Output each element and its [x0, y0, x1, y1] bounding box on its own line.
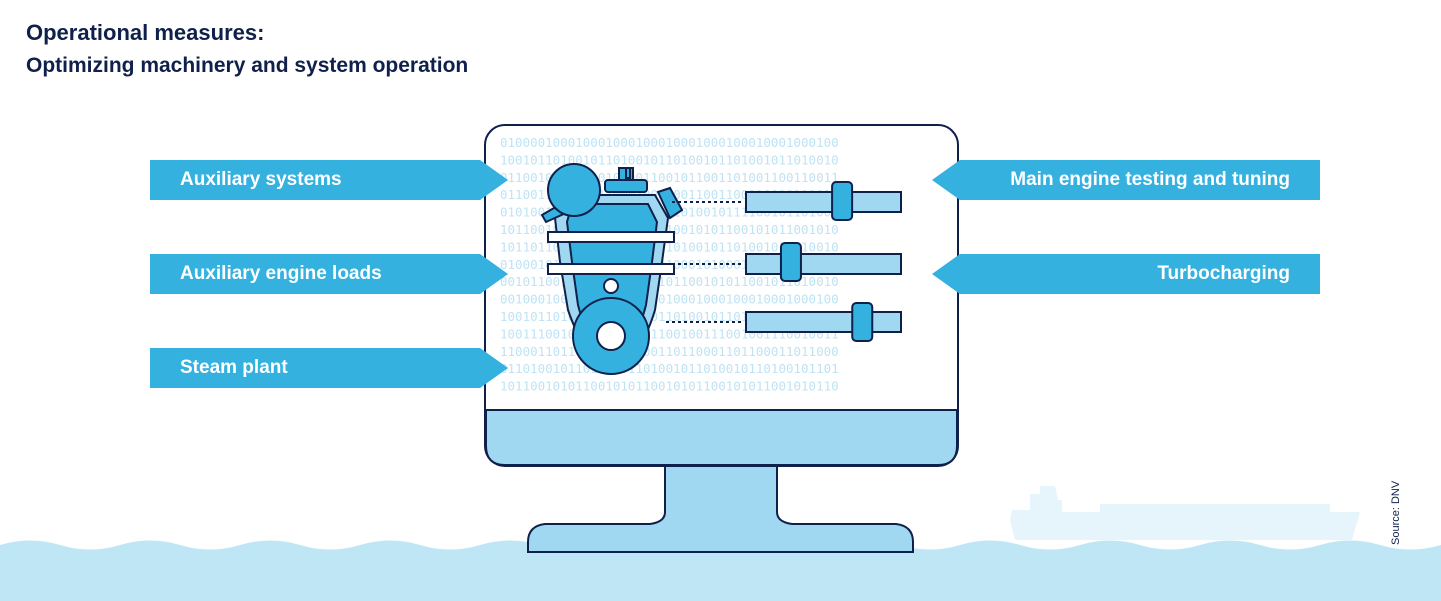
source-credit: Source: DNV — [1390, 480, 1402, 545]
slider-track — [745, 311, 902, 333]
label-auxiliary-systems: Auxiliary systems — [150, 160, 508, 200]
slider-track — [745, 253, 902, 275]
slider-track — [745, 191, 902, 213]
page-title: Operational measures: — [26, 20, 265, 45]
slider-knob — [831, 181, 854, 221]
page-subtitle: Optimizing machinery and system operatio… — [26, 54, 469, 77]
slider-control-icon — [745, 181, 902, 342]
sea-waves-icon — [0, 540, 1441, 601]
slider-knob — [851, 302, 874, 342]
label-auxiliary-engine-loads: Auxiliary engine loads — [150, 254, 508, 294]
ship-silhouette-icon — [1010, 486, 1360, 540]
binary-line: 0100001000100010001000100010001000100010… — [500, 135, 839, 150]
binary-line: 0010001000100010001000100010001000100010… — [500, 292, 839, 307]
label-main-engine-testing: Main engine testing and tuning — [932, 160, 1320, 200]
slider-knob — [779, 242, 802, 282]
label-steam-plant: Steam plant — [150, 348, 508, 388]
monitor-stand — [527, 465, 914, 553]
binary-line: 1011001010110010101100101011001010110010… — [500, 379, 839, 394]
engine-icon — [540, 163, 684, 375]
binary-line: 1100011011000110110001101100011011000110… — [500, 344, 839, 359]
binary-line: 1001011010010110100101101001011010010110… — [500, 152, 839, 167]
label-turbocharging: Turbocharging — [932, 254, 1320, 294]
binary-line: 0110100101101001011010010110100101101001… — [500, 361, 839, 376]
connector-lines — [666, 201, 742, 323]
